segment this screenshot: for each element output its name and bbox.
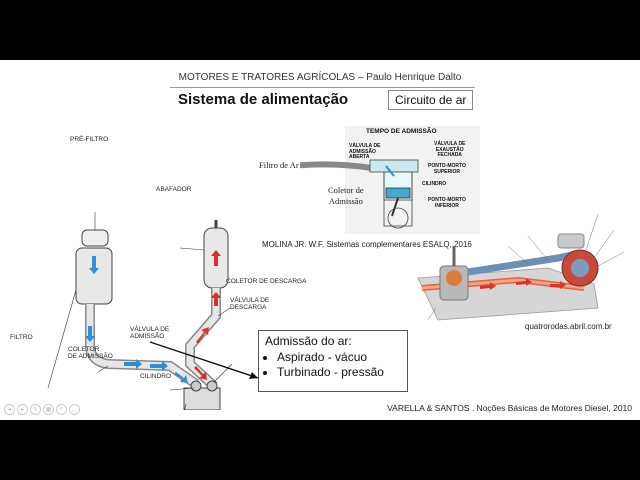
intake-tube (467, 250, 577, 276)
intake-arrow (150, 361, 168, 371)
intake-stroke-diagram (300, 126, 480, 234)
list-item: Turbinado - pressão (277, 365, 401, 379)
exhaust-arrow (194, 366, 207, 380)
compressor-wheel (571, 259, 589, 277)
air-circuit-diagram (47, 212, 233, 410)
combustion (446, 270, 462, 286)
intake-type-list: Aspirado - vácuo Turbinado - pressão (265, 350, 401, 379)
intake-pipe-inner (86, 304, 198, 387)
label-cilindro: CILINDRO (140, 373, 172, 380)
subtitle-box: Circuito de ar (388, 90, 474, 110)
more-icon[interactable]: … (69, 404, 80, 415)
leader-lines (47, 212, 233, 410)
exhaust-arrow (196, 327, 209, 344)
exhaust-arrow (211, 292, 221, 306)
turbo-image-credit: quatrorodas.abril.com.br (525, 322, 612, 331)
intake-arrow (89, 256, 99, 274)
previous-icon[interactable]: ◂ (4, 404, 15, 415)
exhaust-arrow (550, 281, 566, 289)
label-coletor-de-admissao: Coletor de Admissão (328, 185, 364, 206)
label-pms: PONTO-MORTO SUPERIOR (428, 163, 466, 175)
piston (385, 187, 411, 199)
header-divider (170, 87, 475, 88)
crankshaft (387, 207, 409, 229)
exhaust-arrow (516, 278, 532, 286)
pen-icon[interactable]: ✎ (30, 404, 41, 415)
intake-flow-arrow (385, 165, 395, 177)
label-valve-open: VÁLVULA DE ADMISSÃO ABERTA (349, 143, 381, 160)
cylinder (183, 387, 221, 410)
label-abafador: ABAFADOR (156, 186, 192, 193)
label-valvula-descarga: VÁLVULA DE DESCARGA (230, 297, 270, 311)
presentation-slide: MOTORES E TRATORES AGRÍCOLAS – Paulo Hen… (0, 60, 640, 420)
crankcase-outline (383, 172, 413, 227)
label-pmi: PONTO-MORTO INFERIOR (428, 197, 466, 209)
label-coletor-descarga: COLETOR DE DESCARGA (226, 278, 307, 285)
exhaust-arrow (211, 250, 221, 266)
intake-valve (190, 380, 202, 392)
next-icon[interactable]: ▸ (17, 404, 28, 415)
intake-arrow (85, 326, 95, 342)
reference-footer: VARELLA & SANTOS . Noções Básicas de Mot… (387, 403, 632, 413)
slide-title: Sistema de alimentação (178, 91, 349, 108)
label-coletor-admissao: COLETOR DE ADMISSÃO (68, 346, 113, 360)
connecting-rod (391, 197, 399, 217)
label-filtro-de-ar: Filtro de Ar (259, 160, 299, 170)
intake-flow-arrows (85, 256, 188, 383)
slides-icon[interactable]: ▦ (43, 404, 54, 415)
label-filtro: FILTRO (10, 334, 33, 341)
exhaust-valve (206, 380, 218, 392)
cylinder-head (369, 159, 419, 173)
note-heading: Admissão do ar: (265, 334, 352, 348)
callout-lines (427, 213, 625, 321)
exhaust-flow-arrows (480, 278, 566, 290)
zoom-icon[interactable]: ⌕ (56, 404, 67, 415)
turbo-cutaway-diagram (417, 213, 625, 321)
label-cilindro-top: CILINDRO (422, 181, 447, 187)
intake-arrow (124, 359, 142, 369)
diagram-background (345, 126, 480, 234)
intake-note-box: Admissão do ar: Aspirado - vácuo Turbina… (258, 330, 408, 392)
air-filter (557, 233, 585, 249)
top-diagram-caption: MOLINA JR. W.F. Sistemas complementares … (262, 240, 472, 249)
slide-navigation: ◂ ▸ ✎ ▦ ⌕ … (4, 404, 80, 415)
exhaust-arrow (480, 282, 496, 290)
list-item: Aspirado - vácuo (277, 350, 401, 364)
label-valvula-admissao: VÁLVULA DE ADMISSÃO (130, 326, 170, 340)
label-pre-filtro: PRÉ-FILTRO (70, 136, 109, 143)
intake-arrow (174, 372, 188, 383)
course-header: MOTORES E TRATORES AGRÍCOLAS – Paulo Hen… (178, 72, 462, 83)
pointer-arrow (149, 341, 259, 379)
label-valve-closed: VÁLVULA DE EXAUSTÃO FECHADA (434, 141, 466, 158)
exhaust-flow-arrows (194, 250, 221, 380)
top-diagram-heading: TEMPO DE ADMISSÃO (366, 128, 437, 135)
intake-manifold (300, 161, 373, 171)
